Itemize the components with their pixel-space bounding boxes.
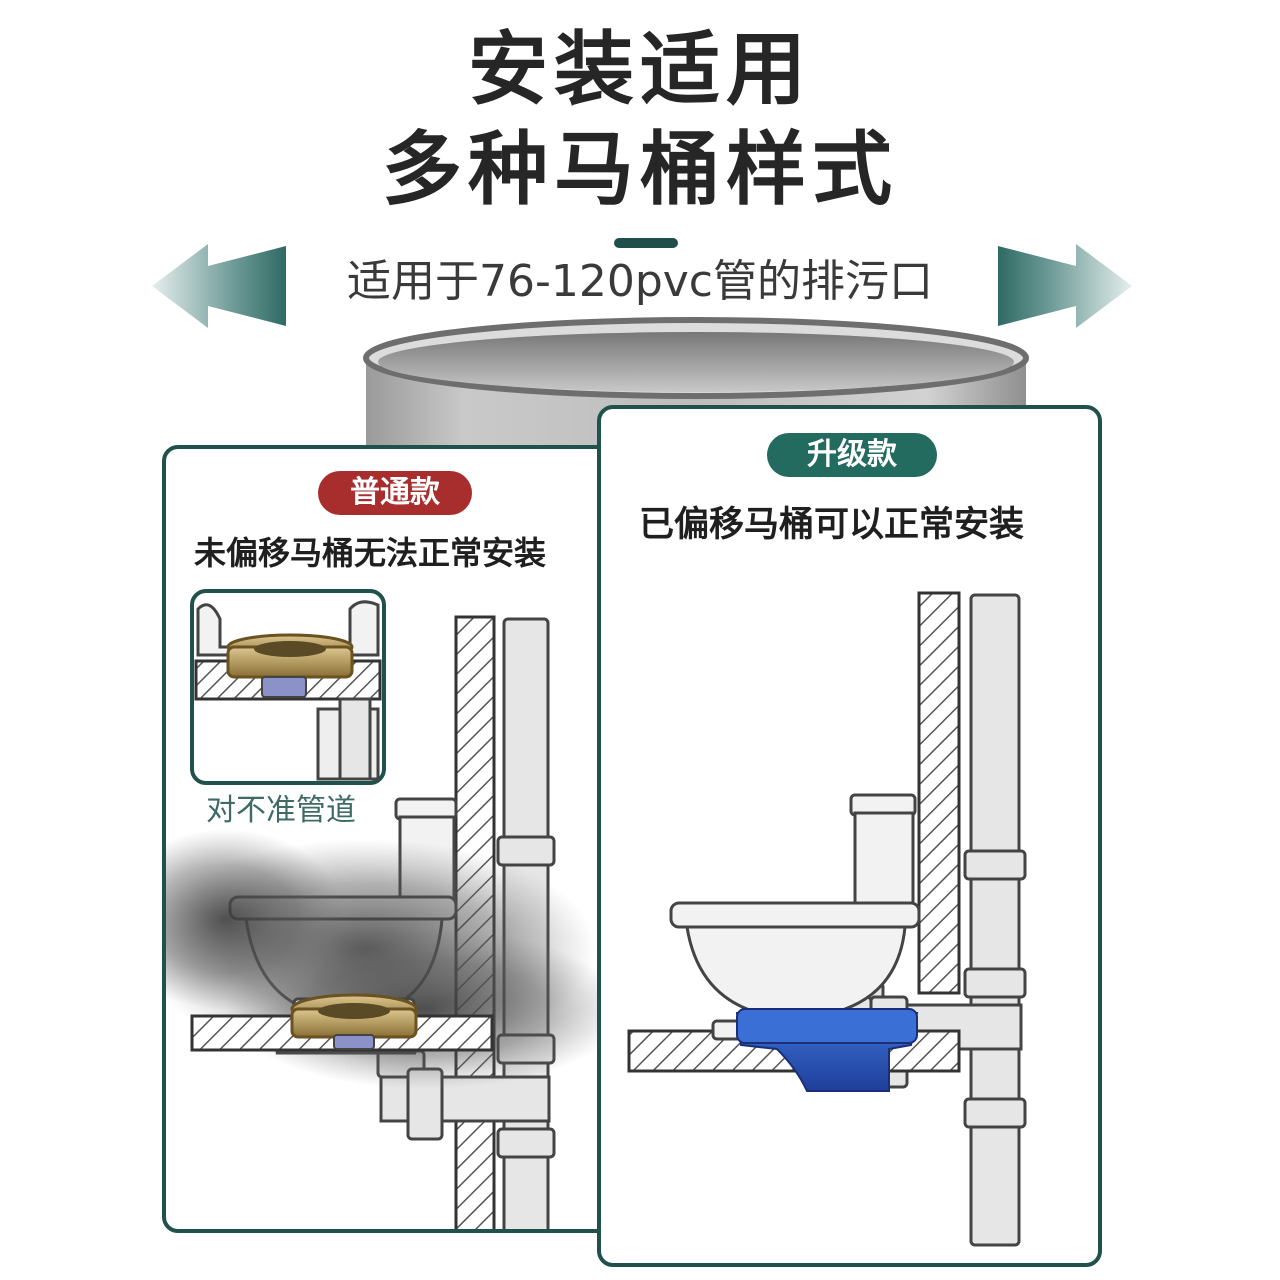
standard-model-card: 普通款 未偏移马桶无法正常安装 bbox=[162, 445, 632, 1233]
misaligned-toilet-illustration bbox=[166, 615, 626, 1229]
standard-heading: 未偏移马桶无法正常安装 bbox=[194, 534, 547, 572]
arrow-right-icon bbox=[998, 244, 1132, 328]
subtitle: 适用于76-120pvc管的排污口 bbox=[346, 256, 933, 307]
arrow-left-icon bbox=[152, 244, 286, 328]
upgrade-badge: 升级款 bbox=[767, 433, 937, 477]
detail-inset bbox=[190, 589, 386, 785]
upgrade-model-card: 升级款 已偏移马桶可以正常安装 bbox=[597, 405, 1102, 1267]
floor-slab-left bbox=[190, 993, 494, 1052]
title-divider bbox=[614, 238, 678, 248]
offset-toilet-illustration bbox=[627, 591, 1027, 1247]
page-title-line2: 多种马桶样式 bbox=[382, 123, 898, 216]
page-title-line1: 安装适用 bbox=[468, 23, 812, 116]
misaligned-note: 对不准管道 bbox=[206, 793, 356, 828]
upgrade-heading: 已偏移马桶可以正常安装 bbox=[639, 505, 1025, 545]
standard-badge: 普通款 bbox=[318, 471, 472, 515]
